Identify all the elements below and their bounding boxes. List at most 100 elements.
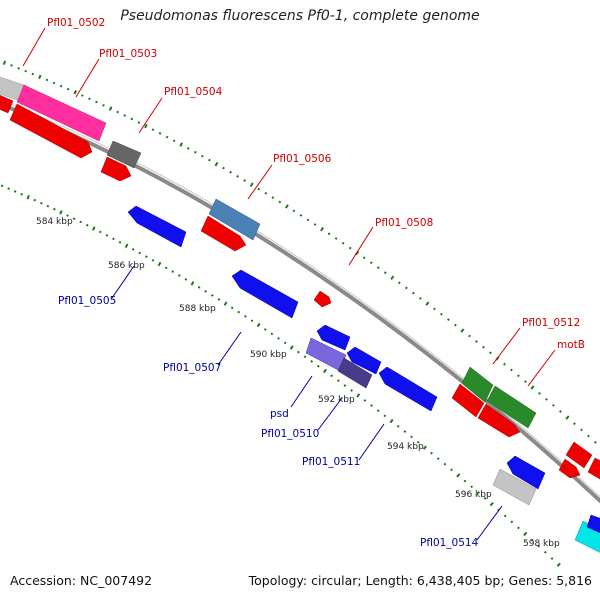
minor-tick — [278, 200, 282, 204]
gene-pfl01-0504[interactable] — [106, 140, 142, 169]
minor-tick — [543, 550, 547, 554]
minor-tick — [144, 255, 148, 258]
minor-tick — [217, 298, 221, 301]
minor-tick — [277, 336, 280, 340]
minor-tick — [334, 237, 338, 240]
label-motb[interactable]: motB — [557, 339, 585, 351]
kbp-label: 598 kbp — [523, 539, 560, 549]
minor-tick — [475, 340, 478, 343]
major-tick — [91, 226, 96, 231]
gene-pfl01-0503[interactable] — [16, 84, 107, 142]
gene-pfl01-0512[interactable] — [461, 366, 494, 403]
outer-tick-track — [2, 60, 597, 444]
forward-cds-arrows — [0, 93, 600, 482]
major-tick — [489, 501, 494, 507]
minor-tick — [350, 389, 353, 392]
minor-tick — [383, 414, 387, 418]
reverse-cds[interactable] — [506, 455, 546, 490]
label-pfl01-0508[interactable]: Pfl01_0508 — [375, 217, 433, 229]
minor-tick — [208, 158, 211, 162]
label-pfl01-0505[interactable]: Pfl01_0505 — [58, 295, 116, 307]
major-tick — [390, 275, 395, 280]
minor-tick — [171, 270, 175, 274]
label-pfl01-0506[interactable]: Pfl01_0506 — [273, 153, 332, 165]
label-pfl01-0511[interactable]: Pfl01_0511 — [302, 456, 360, 468]
minor-tick — [10, 64, 13, 67]
minor-tick — [369, 261, 373, 265]
minor-tick — [264, 191, 268, 195]
minor-tick — [230, 306, 234, 310]
gene-pfl01-0506[interactable] — [208, 198, 261, 241]
minor-tick — [186, 147, 190, 150]
label-pfl01-0512[interactable]: Pfl01_0512 — [522, 317, 580, 329]
reverse-cds[interactable] — [316, 324, 351, 351]
gene-pfl01-0505[interactable] — [127, 205, 187, 248]
minor-tick — [88, 97, 91, 101]
minor-tick — [580, 428, 583, 432]
minor-tick — [243, 179, 247, 182]
label-pfl01-0514[interactable]: Pfl01_0514 — [420, 537, 479, 549]
minor-tick — [20, 192, 24, 196]
minor-tick — [537, 544, 541, 548]
cds-arrow[interactable] — [313, 290, 332, 308]
reverse-cds[interactable] — [346, 346, 382, 375]
minor-tick — [416, 440, 420, 444]
minor-tick — [503, 514, 507, 518]
label-pfl01-0504[interactable]: Pfl01_0504 — [164, 86, 223, 98]
minor-tick — [164, 266, 168, 270]
minor-tick — [450, 468, 454, 472]
cds-arrow[interactable] — [558, 458, 581, 479]
minor-tick — [85, 223, 89, 227]
label-pfl01-0502[interactable]: Pfl01_0502 — [47, 17, 105, 29]
gene-pfl01-0507[interactable] — [231, 269, 299, 319]
cds-arrow[interactable] — [9, 103, 93, 159]
minor-tick — [59, 84, 63, 88]
feature-labels: Pfl01_0502 Pfl01_0503 Pfl01_0504 Pfl01_0… — [47, 17, 585, 549]
label-pfl01-0510[interactable]: Pfl01_0510 — [261, 428, 319, 440]
minor-tick — [348, 246, 352, 250]
gene-pfl01-0511[interactable] — [378, 366, 438, 412]
reverse-cds[interactable] — [586, 514, 600, 535]
kbp-label: 586 kbp — [108, 261, 145, 271]
cds-arrow[interactable] — [587, 457, 600, 482]
major-tick — [284, 204, 289, 209]
label-pfl01-0507[interactable]: Pfl01_0507 — [163, 362, 221, 374]
minor-tick — [559, 410, 562, 413]
minor-tick — [376, 409, 380, 413]
minor-tick — [95, 100, 98, 104]
map-title: Pseudomonas fluorescens Pf0-1, complete … — [120, 8, 480, 24]
label-psd[interactable]: psd — [270, 408, 289, 420]
cds-arrow[interactable] — [100, 156, 132, 182]
minor-tick — [250, 319, 254, 323]
cds-arrow[interactable] — [565, 441, 593, 469]
major-tick — [256, 322, 261, 328]
gene-pfl01-0510[interactable] — [337, 357, 373, 389]
minor-tick — [257, 187, 261, 191]
minor-tick — [172, 139, 176, 143]
minor-tick — [237, 310, 241, 314]
minor-tick — [118, 240, 122, 244]
minor-tick — [79, 220, 82, 224]
major-tick — [223, 301, 228, 306]
gene-motb[interactable] — [486, 385, 537, 429]
minor-tick — [131, 248, 135, 251]
cds-arrow[interactable] — [477, 403, 521, 438]
label-pfl01-0503[interactable]: Pfl01_0503 — [99, 48, 157, 60]
inner-tick-track — [0, 184, 561, 567]
kbp-label: 590 kbp — [250, 350, 287, 360]
major-tick — [425, 301, 430, 306]
minor-tick — [503, 362, 506, 366]
minor-tick — [24, 69, 27, 73]
cds-arrow[interactable] — [200, 215, 247, 252]
cds-arrow[interactable] — [0, 93, 14, 114]
minor-tick — [530, 538, 534, 542]
gene-pfl01-0514[interactable] — [492, 468, 537, 506]
cds-arrow[interactable] — [451, 383, 485, 418]
minor-tick — [343, 384, 347, 387]
minor-tick — [550, 557, 554, 560]
major-tick — [530, 385, 535, 390]
minor-tick — [66, 214, 69, 217]
minor-tick — [39, 201, 43, 205]
major-tick — [73, 90, 77, 95]
minor-tick — [341, 241, 345, 245]
